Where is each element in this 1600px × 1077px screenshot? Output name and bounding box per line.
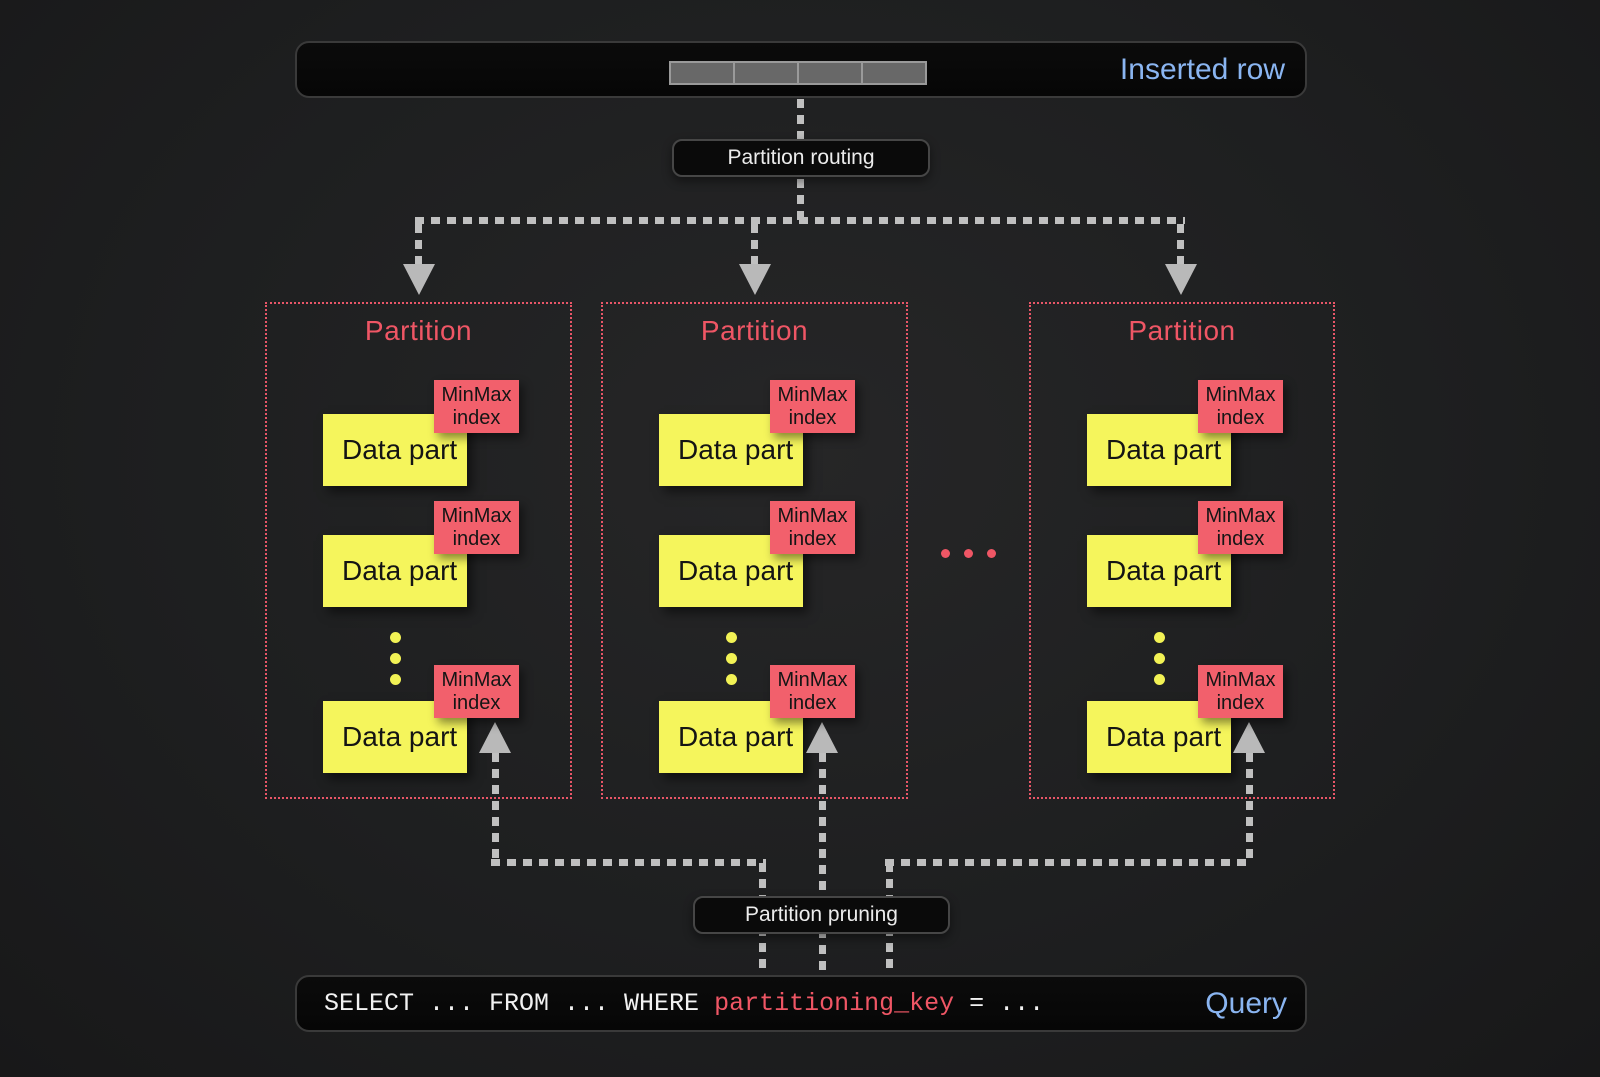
ellipsis-dot: [964, 549, 973, 558]
arrow-down-icon: [739, 264, 771, 295]
data-part-label: Data part: [342, 434, 458, 465]
routing-stub-center: [751, 224, 758, 266]
ellipsis-dot: [390, 632, 401, 643]
pruning-line-center: [819, 753, 826, 975]
pruning-line-right-horizontal: [885, 859, 1253, 866]
query-label: Query: [1205, 986, 1287, 1020]
data-part-label: Data part: [678, 434, 794, 465]
data-part-label: Data part: [1106, 434, 1222, 465]
partition-pruning-label: Partition pruning: [693, 896, 950, 934]
query-code-after: = ...: [954, 989, 1045, 1018]
inserted-row-label: Inserted row: [1119, 52, 1285, 86]
row-cell: [799, 63, 861, 83]
partition-box-1: Partition MinMax index Data part MinMax …: [265, 302, 572, 799]
arrow-down-icon: [1165, 264, 1197, 295]
minmax-index-tag: MinMax index: [1198, 501, 1283, 554]
partitions-ellipsis: [941, 549, 996, 558]
row-cell: [671, 63, 733, 83]
arrow-up-icon: [1233, 722, 1265, 753]
data-part-label: Data part: [678, 721, 794, 752]
pruning-line-left-horizontal: [491, 859, 766, 866]
ellipsis-dot: [390, 653, 401, 664]
minmax-index-tag: MinMax index: [1198, 380, 1283, 433]
routing-stub-right: [1177, 224, 1184, 266]
pruning-line-right-up: [1246, 753, 1253, 863]
query-code: SELECT ... FROM ... WHERE partitioning_k…: [324, 989, 1044, 1018]
partition-title: Partition: [700, 315, 809, 346]
data-part-box: Data part: [1087, 414, 1231, 486]
ellipsis-dot: [1154, 632, 1165, 643]
row-cell: [863, 63, 925, 83]
inserted-row-segments: [669, 61, 927, 85]
partition-box-3: Partition MinMax index Data part MinMax …: [1029, 302, 1335, 799]
data-part-label: Data part: [678, 555, 794, 586]
pruning-line-left-up: [492, 753, 499, 863]
minmax-index-tag: MinMax index: [1198, 665, 1283, 718]
ellipsis-dot: [726, 674, 737, 685]
query-partitioning-key: partitioning_key: [714, 989, 955, 1018]
data-part-label: Data part: [1106, 555, 1222, 586]
ellipsis-dot: [390, 674, 401, 685]
ellipsis-dot: [726, 653, 737, 664]
ellipsis-dot: [987, 549, 996, 558]
ellipsis-dot: [1154, 674, 1165, 685]
data-part-label: Data part: [1106, 721, 1222, 752]
minmax-index-tag: MinMax index: [434, 501, 519, 554]
inserted-row-box: Inserted row: [295, 41, 1307, 98]
minmax-index-tag: MinMax index: [434, 380, 519, 433]
query-code-before: SELECT ... FROM ... WHERE: [324, 989, 715, 1018]
partition-title: Partition: [1128, 315, 1236, 346]
ellipsis-dot: [941, 549, 950, 558]
minmax-index-tag: MinMax index: [770, 665, 855, 718]
routing-stub-left: [415, 224, 422, 266]
data-part-label: Data part: [342, 721, 458, 752]
arrow-up-icon: [806, 722, 838, 753]
partition-box-2: Partition MinMax index Data part MinMax …: [601, 302, 908, 799]
partition-title: Partition: [364, 315, 473, 346]
minmax-index-tag: MinMax index: [434, 665, 519, 718]
arrow-up-icon: [479, 722, 511, 753]
row-cell: [735, 63, 797, 83]
arrow-down-icon: [403, 264, 435, 295]
partition-routing-label: Partition routing: [672, 139, 930, 177]
routing-branch-line: [415, 217, 1185, 224]
data-part-box: Data part: [323, 701, 467, 773]
ellipsis-dot: [726, 632, 737, 643]
ellipsis-dot: [1154, 653, 1165, 664]
minmax-index-tag: MinMax index: [770, 380, 855, 433]
minmax-index-tag: MinMax index: [770, 501, 855, 554]
query-box: SELECT ... FROM ... WHERE partitioning_k…: [295, 975, 1307, 1032]
data-part-label: Data part: [342, 555, 458, 586]
